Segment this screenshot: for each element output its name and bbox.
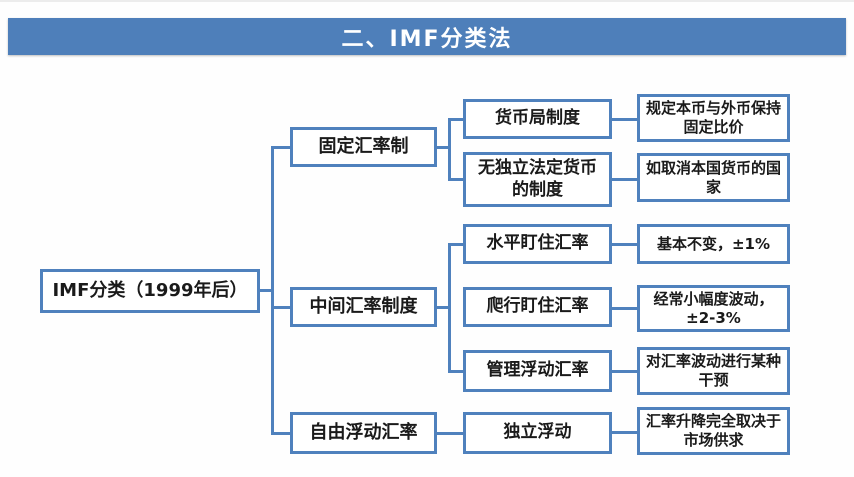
node-root-imf-classification: IMF分类（1999年后） [40, 269, 260, 313]
connector-line [612, 243, 637, 246]
desc-managed-float: 对汇率波动进行某种干预 [637, 347, 790, 395]
connector-line [612, 370, 637, 373]
node-independent-float: 独立浮动 [463, 412, 612, 454]
connector-line [612, 307, 637, 310]
connector-line [612, 431, 637, 434]
node-fixed-exchange-rate: 固定汇率制 [290, 127, 437, 167]
connector-line [271, 432, 290, 435]
desc-crawling-peg: 经常小幅度波动，±2-3% [637, 285, 790, 332]
connector-line [448, 243, 463, 246]
diagram-title-bar: 二、IMF分类法 [8, 18, 846, 55]
connector-line [448, 243, 451, 372]
connector-line [437, 146, 450, 149]
node-managed-float: 管理浮动汇率 [463, 350, 612, 392]
connector-line [448, 370, 463, 373]
connector-line [271, 146, 290, 149]
node-crawling-peg: 爬行盯住汇率 [463, 287, 612, 327]
connector-line [612, 178, 637, 181]
connector-line [448, 118, 463, 121]
connector-line [271, 146, 274, 435]
node-no-legal-tender: 无独立法定货币的制度 [463, 152, 612, 207]
connector-line [448, 118, 451, 180]
connector-line [448, 178, 463, 181]
connector-line [271, 306, 290, 309]
node-horizontal-peg: 水平盯住汇率 [463, 224, 612, 264]
connector-line [612, 118, 637, 121]
connector-line [437, 432, 463, 435]
desc-no-legal-tender: 如取消本国货币的国家 [637, 153, 790, 202]
desc-horizontal-peg: 基本不变，±1% [637, 224, 790, 264]
node-free-floating: 自由浮动汇率 [290, 412, 437, 454]
desc-independent-float: 汇率升降完全取决于市场供求 [637, 407, 790, 455]
desc-currency-board: 规定本币与外币保持固定比价 [637, 94, 790, 142]
node-intermediate-regime: 中间汇率制度 [290, 287, 437, 327]
connector-line [260, 289, 273, 292]
node-currency-board: 货币局制度 [463, 99, 612, 139]
diagram-title: 二、IMF分类法 [341, 26, 513, 52]
connector-line [437, 306, 450, 309]
